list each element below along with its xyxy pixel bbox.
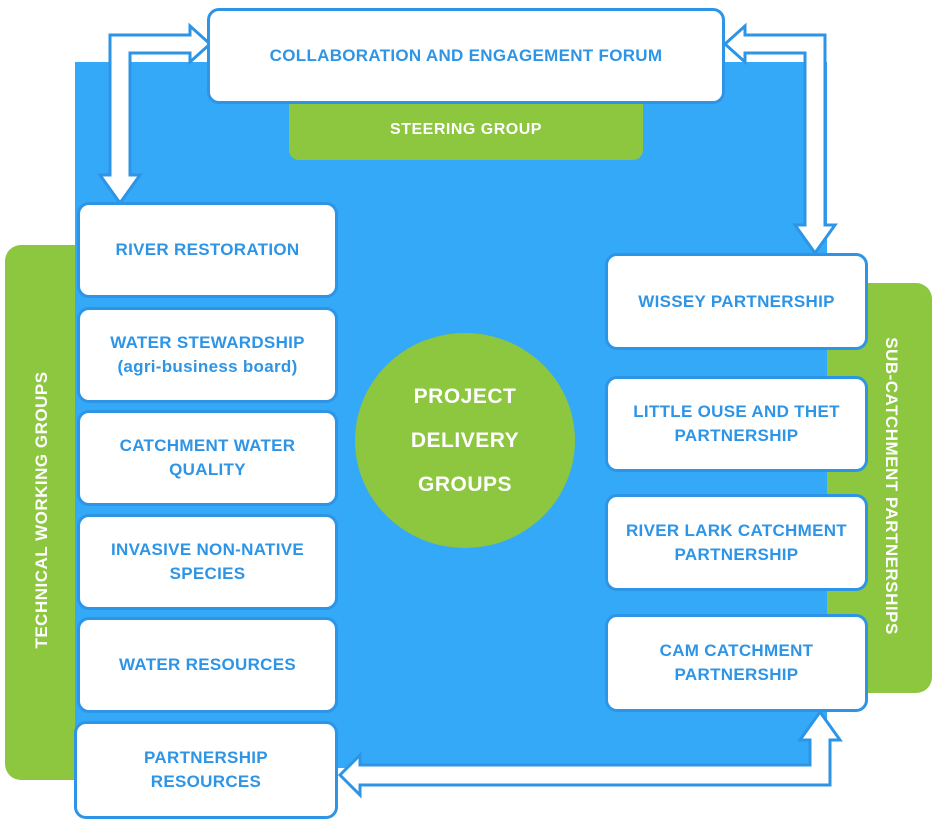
left-box-line: PARTNERSHIP — [144, 748, 268, 767]
forum-box: COLLABORATION AND ENGAGEMENT FORUM — [207, 8, 725, 104]
right-box-line: PARTNERSHIP — [674, 426, 799, 445]
right-box-line: RIVER LARK CATCHMENT — [625, 520, 847, 540]
left-box-invasive-species: INVASIVE NON-NATIVE SPECIES — [77, 514, 338, 610]
right-box-little-ouse-thet: LITTLE OUSE AND THET PARTNERSHIP — [605, 376, 868, 472]
right-box-line: LITTLE OUSE AND THET — [633, 402, 840, 421]
arrow-bottom — [337, 709, 843, 799]
technical-working-groups-label: TECHNICAL WORKING GROUPS — [32, 371, 51, 649]
circle-line-3: GROUPS — [417, 472, 512, 496]
steering-group-tab: STEERING GROUP — [289, 100, 643, 160]
forum-label: COLLABORATION AND ENGAGEMENT FORUM — [269, 46, 663, 65]
right-box-wissey: WISSEY PARTNERSHIP — [605, 253, 868, 350]
steering-group-label: STEERING GROUP — [390, 121, 542, 138]
circle-line-1: PROJECT — [413, 384, 517, 408]
sub-catchment-partnerships-label: SUB-CATCHMENT PARTNERSHIPS — [882, 337, 901, 635]
left-box-line: INVASIVE NON-NATIVE — [110, 540, 305, 559]
left-box-line: WATER RESOURCES — [118, 655, 297, 674]
left-box-catchment-water-quality: CATCHMENT WATER QUALITY — [77, 410, 338, 506]
left-box-line: RIVER RESTORATION — [115, 240, 300, 259]
left-box-river-restoration: RIVER RESTORATION — [77, 202, 338, 298]
left-box-water-stewardship: WATER STEWARDSHIP (agri-business board) — [77, 307, 338, 403]
left-box-line: RESOURCES — [150, 772, 262, 791]
left-box-line: CATCHMENT WATER — [119, 436, 296, 455]
right-box-line: PARTNERSHIP — [674, 544, 799, 564]
left-box-line: (agri-business board) — [117, 357, 298, 376]
circle-line-2: DELIVERY — [410, 428, 520, 452]
left-box-water-resources: WATER RESOURCES — [77, 617, 338, 713]
left-box-line: QUALITY — [169, 460, 246, 479]
left-box-partnership-resources: PARTNERSHIP RESOURCES — [74, 721, 338, 819]
project-delivery-circle: PROJECT DELIVERY GROUPS — [355, 333, 575, 548]
right-box-cam-catchment: CAM CATCHMENT PARTNERSHIP — [605, 614, 868, 712]
left-box-line: SPECIES — [169, 564, 246, 583]
right-box-river-lark: RIVER LARK CATCHMENT PARTNERSHIP — [605, 494, 868, 591]
left-box-line: WATER STEWARDSHIP — [110, 333, 305, 352]
right-box-line: WISSEY PARTNERSHIP — [638, 291, 835, 311]
right-box-line: CAM CATCHMENT — [659, 641, 814, 660]
right-box-line: PARTNERSHIP — [674, 665, 799, 684]
